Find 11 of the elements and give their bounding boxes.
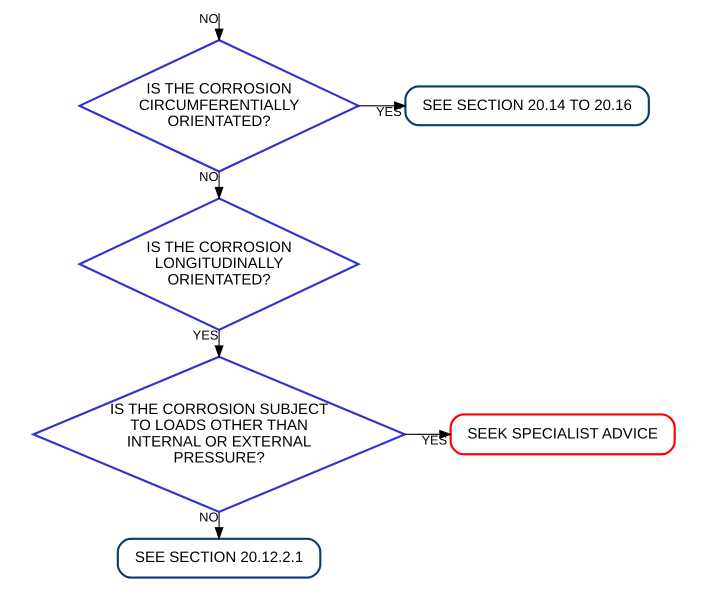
node-box: SEE SECTION 20.14 TO 20.16: [404, 85, 650, 126]
arrow: [214, 330, 224, 358]
arrow: [214, 512, 224, 540]
node-box: SEE SECTION 20.12.2.1: [116, 538, 321, 579]
edge-label: NO: [198, 10, 218, 26]
arrow: [214, 13, 224, 42]
node-box: SEEK SPECIALIST ADVICE: [449, 413, 676, 456]
node-diamond: IS THE CORROSION CIRCUMFERENTIALLY ORIENTATED?: [76, 38, 361, 173]
node-diamond: IS THE CORROSION SUBJECT TO LOADS OTHER THAN INTERNAL OR EXTERNAL PRESSURE?: [30, 356, 408, 514]
arrow: [214, 172, 224, 200]
node-diamond: IS THE CORROSION LONGITUDINALLY ORIENTATED?: [76, 197, 361, 332]
